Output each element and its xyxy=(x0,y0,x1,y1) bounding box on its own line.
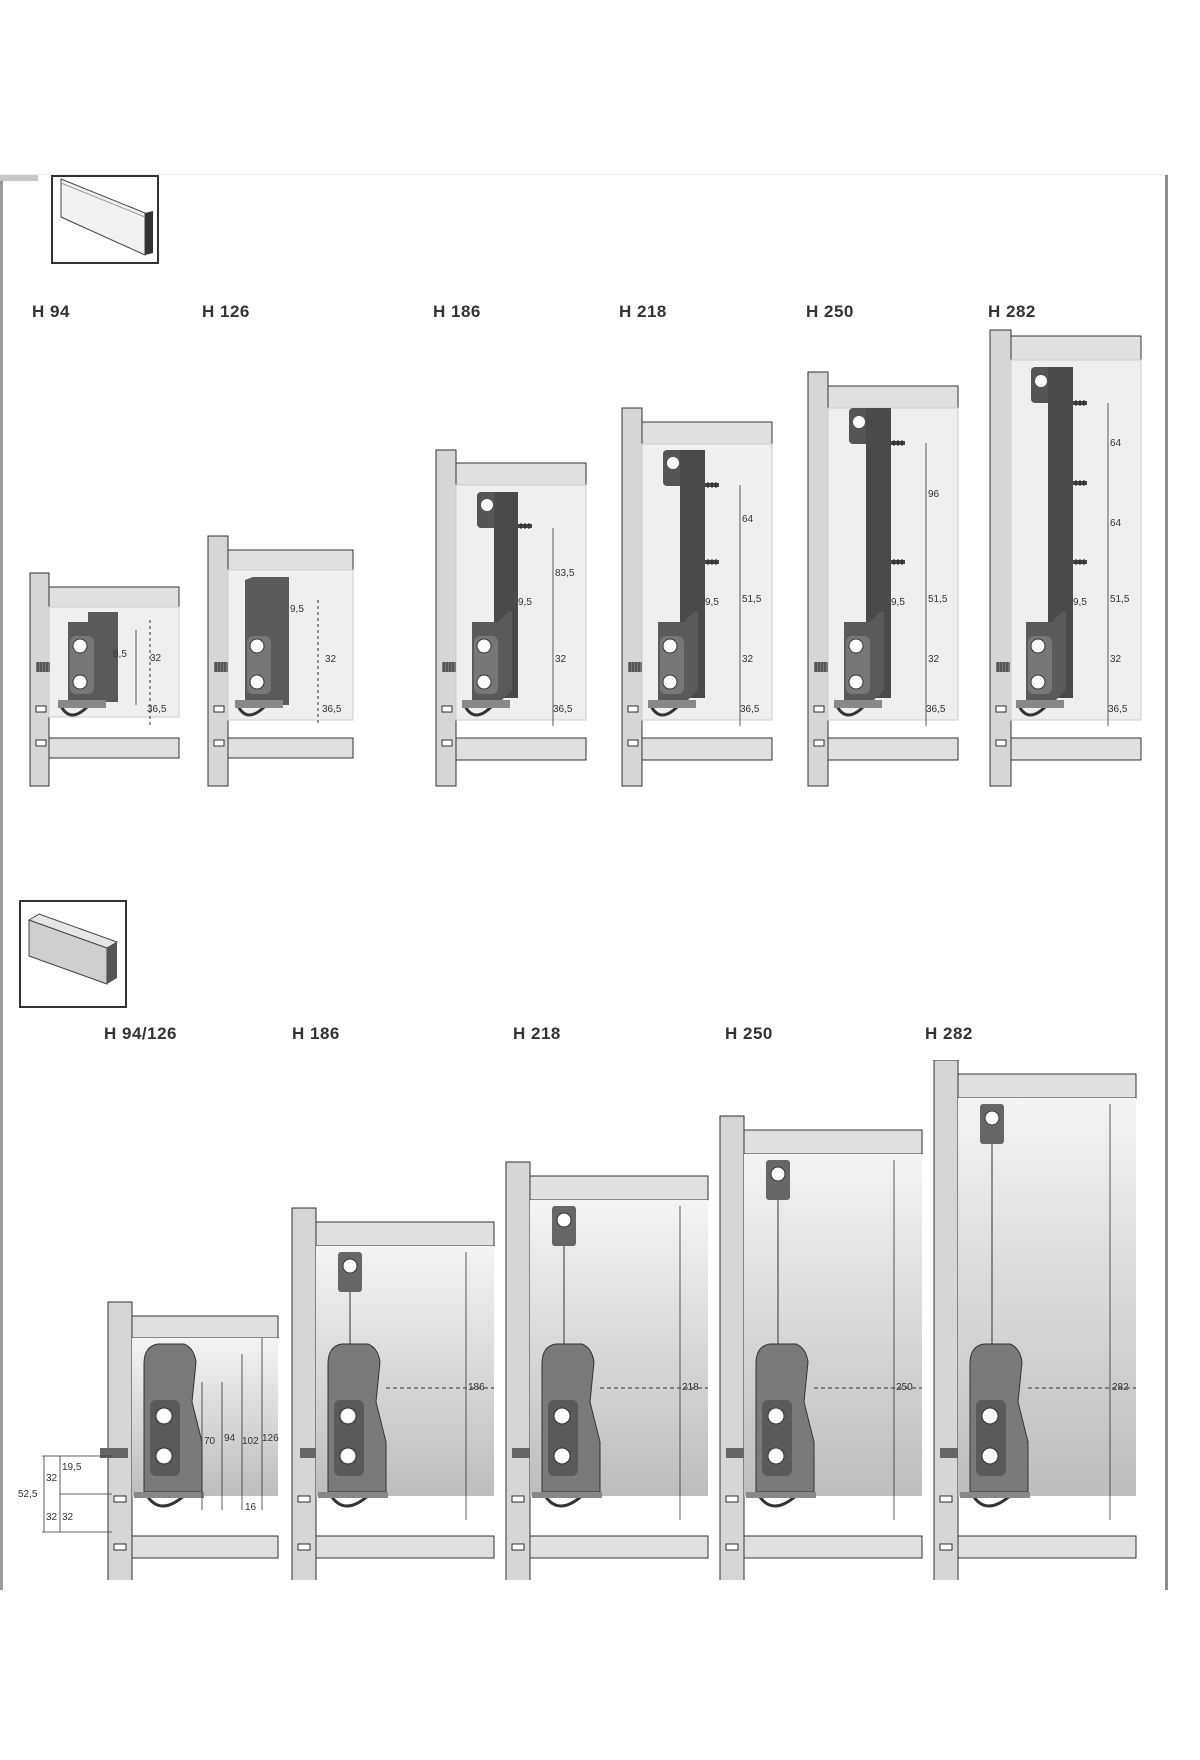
top-panel-h94: 9,5 32 36,5 xyxy=(29,572,180,787)
dim-top-h126-base: 36,5 xyxy=(322,704,342,715)
top-panel-h186: 83,5 9,5 32 36,5 xyxy=(435,449,587,787)
label-height-186: 186 xyxy=(468,1382,485,1393)
heading-top-h282: H 282 xyxy=(988,302,1036,321)
top-panel-h282: 64 64 51,5 9,5 32 36,5 xyxy=(989,329,1142,787)
dim-top-h186-pitch: 32 xyxy=(555,654,567,665)
dim-top-h250-upper-2: 51,5 xyxy=(928,594,948,605)
dim-b1-16: 16 xyxy=(245,1502,257,1513)
dim-top-h218-offset: 9,5 xyxy=(705,597,719,608)
sheet-right-border xyxy=(1165,175,1168,1590)
bottom-drawings: 70 94 102 126 16 52,5 32 19,5 32 32 xyxy=(18,1060,1137,1580)
top-panel-h126: 9,5 32 36,5 xyxy=(207,535,354,787)
heading-top-h126: H 126 xyxy=(202,302,250,321)
dim-top-h94-base: 36,5 xyxy=(147,704,167,715)
dim-b1-102: 102 xyxy=(242,1436,259,1447)
label-height-282: 282 xyxy=(1112,1382,1129,1393)
dim-top-h282-upper-1: 64 xyxy=(1110,438,1122,449)
dim-top-h250-pitch: 32 xyxy=(928,654,940,665)
dim-top-h186-offset: 9,5 xyxy=(518,597,532,608)
bottom-panel-h218: 218 xyxy=(505,1161,709,1580)
dim-top-h250-offset: 9,5 xyxy=(891,597,905,608)
dim-top-h250-base: 36,5 xyxy=(926,704,946,715)
drawer-side-thumbnail-bottom xyxy=(19,900,127,1008)
bottom-panel-h250: 250 xyxy=(719,1115,923,1580)
heading-top-h250: H 250 xyxy=(806,302,854,321)
dim-top-h250-upper-1: 96 xyxy=(928,489,940,500)
heading-bottom-h94-126: H 94/126 xyxy=(104,1024,177,1043)
dim-left-19-5: 19,5 xyxy=(62,1462,82,1473)
label-height-250: 250 xyxy=(896,1382,913,1393)
dim-top-h218-base: 36,5 xyxy=(740,704,760,715)
dim-top-h218-upper-1: 64 xyxy=(742,514,754,525)
heading-bottom-h218: H 218 xyxy=(513,1024,561,1043)
dim-top-h126-pitch: 32 xyxy=(325,654,337,665)
dim-top-h186-base: 36,5 xyxy=(553,704,573,715)
dim-top-h94-offset: 9,5 xyxy=(113,649,127,660)
dim-top-h282-upper-3: 51,5 xyxy=(1110,594,1130,605)
heading-bottom-h282: H 282 xyxy=(925,1024,973,1043)
heading-bottom-h250: H 250 xyxy=(725,1024,773,1043)
bottom-panel-h94-126: 70 94 102 126 16 52,5 32 19,5 32 32 xyxy=(18,1301,279,1580)
sheet-left-tab xyxy=(0,175,38,181)
top-panel-h250: 96 51,5 9,5 32 36,5 xyxy=(807,371,959,787)
drawer-side-thumbnail-top xyxy=(51,175,159,264)
heading-top-h218: H 218 xyxy=(619,302,667,321)
dim-top-h218-pitch: 32 xyxy=(742,654,754,665)
dim-b1-94: 94 xyxy=(224,1433,236,1444)
sheet-top-rule xyxy=(0,174,1168,175)
bottom-panel-h282: 282 xyxy=(933,1060,1137,1580)
bottom-panel-h186: 186 xyxy=(291,1207,495,1580)
heading-top-h94: H 94 xyxy=(32,302,70,321)
dim-b1-126: 126 xyxy=(262,1433,279,1444)
dim-top-h282-base: 36,5 xyxy=(1108,704,1128,715)
dim-top-h186-upper: 83,5 xyxy=(555,568,575,579)
top-drawings: 9,5 32 36,5 9,5 32 36,5 xyxy=(29,329,1142,787)
dim-top-h282-upper-2: 64 xyxy=(1110,518,1122,529)
dim-left-32-b: 32 xyxy=(46,1512,58,1523)
dim-top-h218-upper-2: 51,5 xyxy=(742,594,762,605)
dim-top-h282-offset: 9,5 xyxy=(1073,597,1087,608)
dim-b1-70: 70 xyxy=(204,1436,216,1447)
dim-top-h94-pitch: 32 xyxy=(150,653,162,664)
dim-left-52-5: 52,5 xyxy=(18,1489,38,1500)
top-panel-h218: 64 51,5 9,5 32 36,5 xyxy=(621,407,773,787)
heading-top-h186: H 186 xyxy=(433,302,481,321)
sheet-left-border xyxy=(0,175,3,1590)
heading-bottom-h186: H 186 xyxy=(292,1024,340,1043)
dim-top-h126-offset: 9,5 xyxy=(290,604,304,615)
dim-left-32-a: 32 xyxy=(46,1473,58,1484)
dim-top-h282-pitch: 32 xyxy=(1110,654,1122,665)
dim-left-32-c: 32 xyxy=(62,1512,74,1523)
label-height-218: 218 xyxy=(682,1382,699,1393)
